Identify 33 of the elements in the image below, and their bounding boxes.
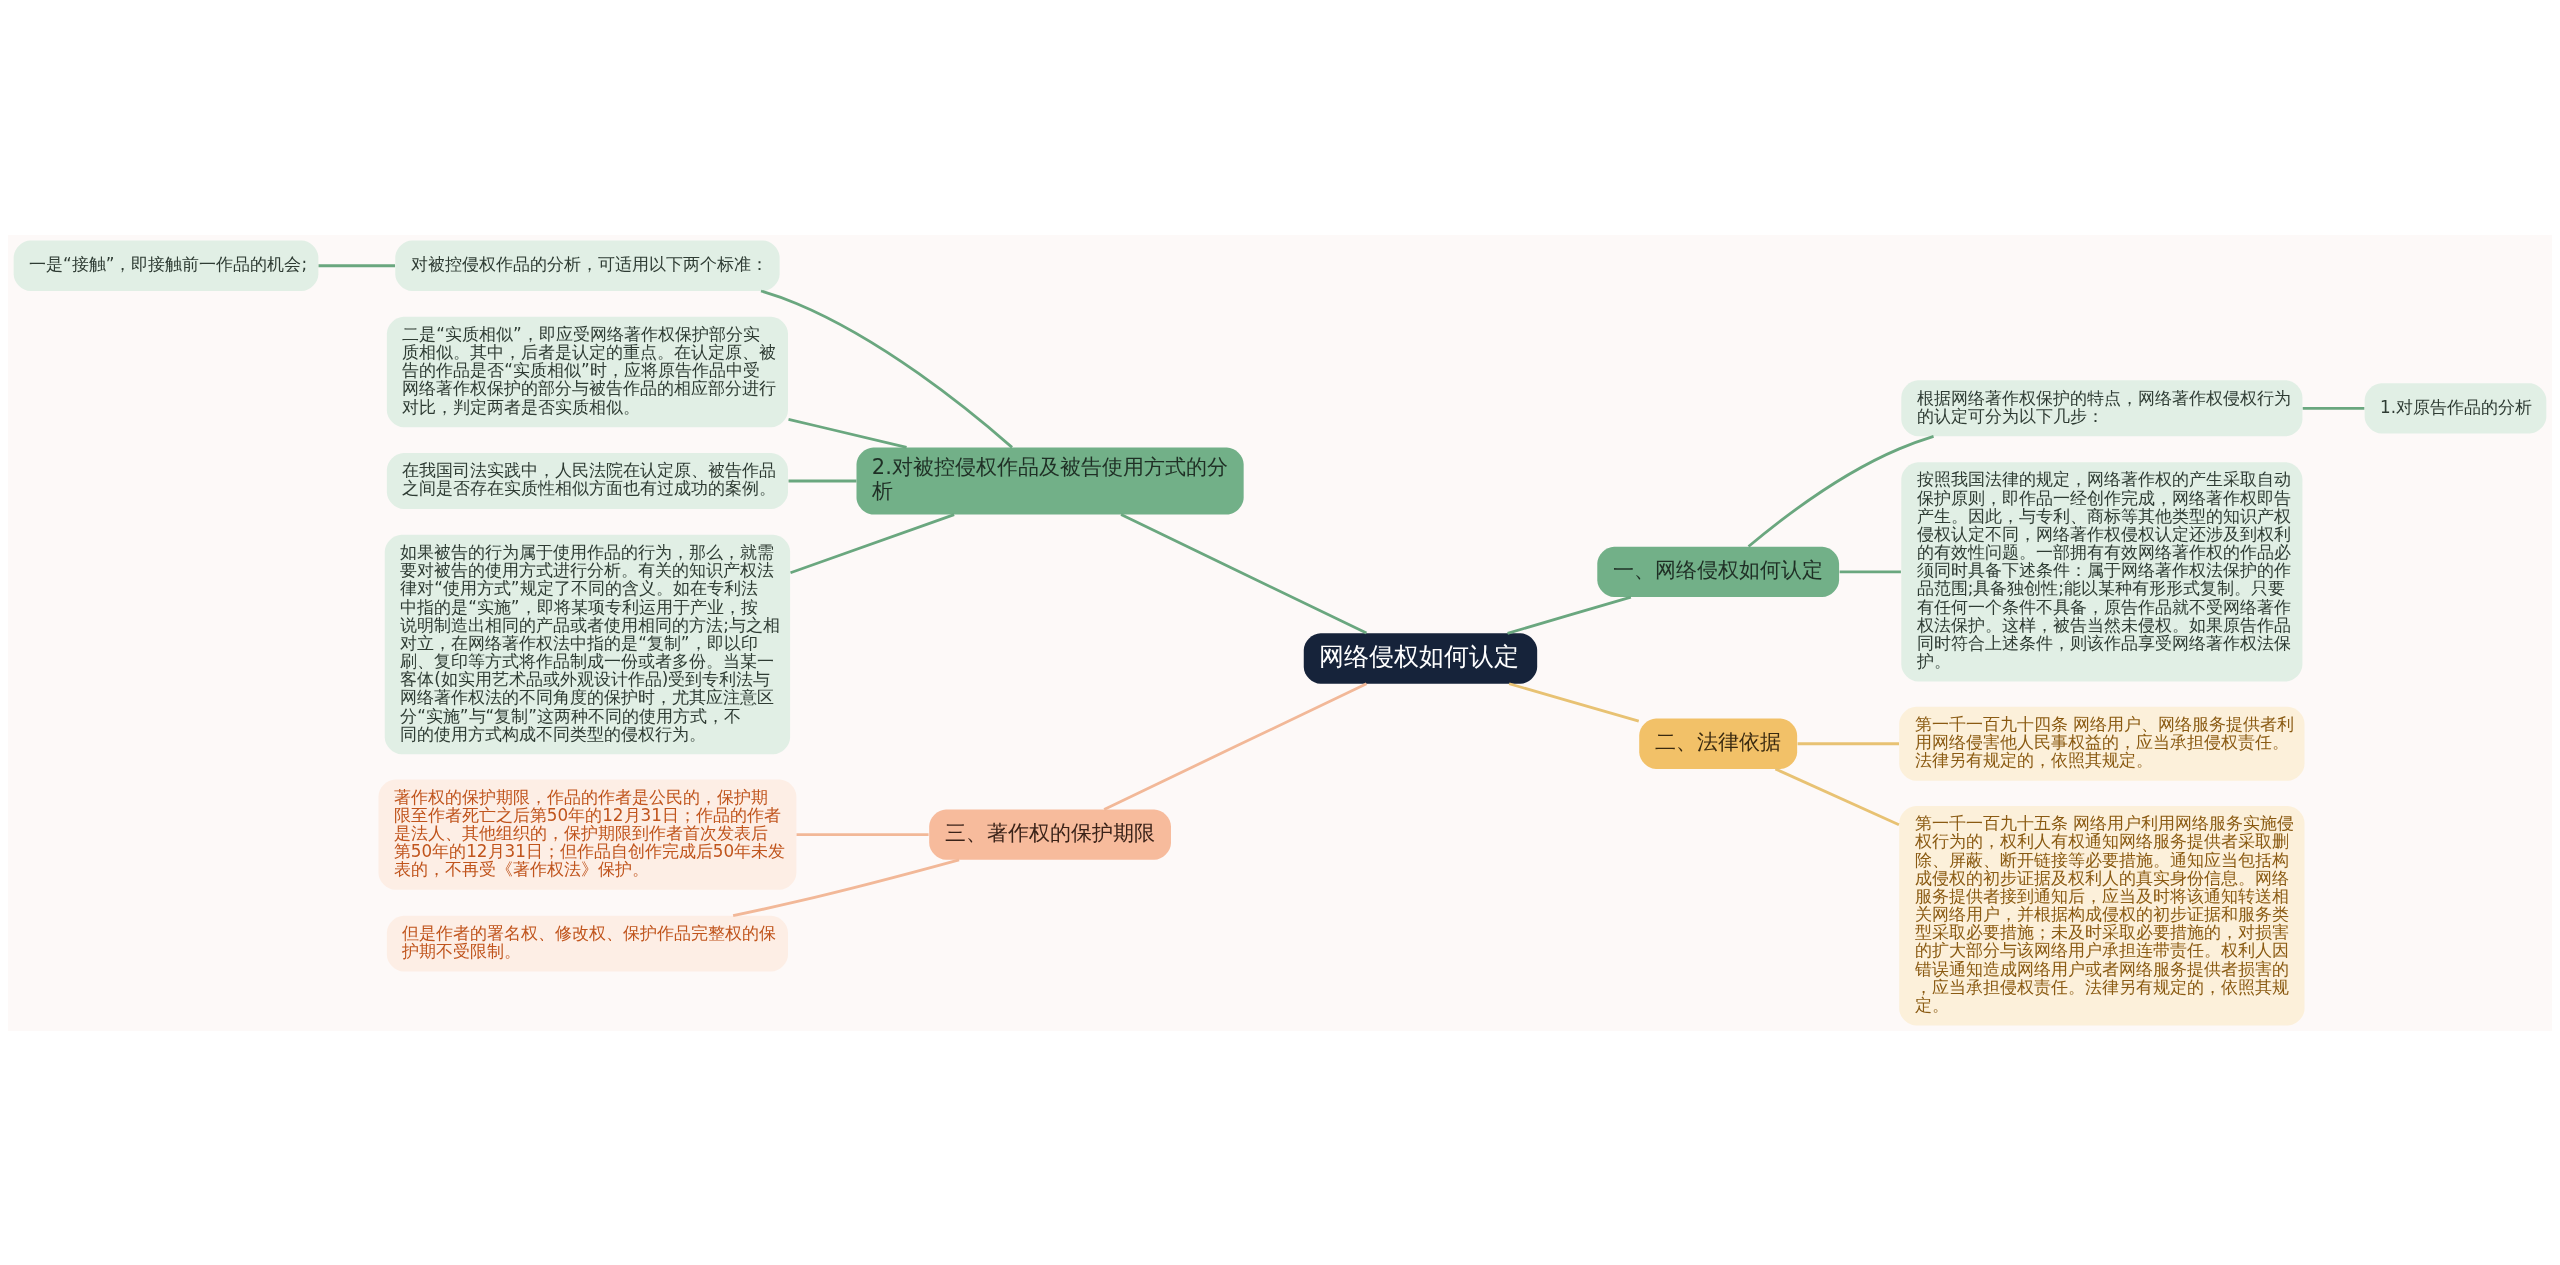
node-box: 对被控侵权作品的分析，可适用以下两个标准： (395, 240, 780, 291)
connector (1839, 569, 1901, 573)
node-box: 一是“接触”，即接触前一作品的机会; (13, 240, 319, 291)
node-box: 但是作者的署名权、修改权、保护作品完整权的保护期不受限制。 (386, 915, 788, 972)
connector (1103, 681, 1368, 811)
node-box: 按照我国法律的规定，网络著作权的产生采取自动保护原则，即作品一经创作完成，网络著作权即告产生。因此，与专利、商标等其他类型的知识产权侵权认定不同，网络著作权侵权认定还涉及到权利的有效性问题。一部拥有有效网络著作权的作品必须同时具备下述条件：属于网络著作权法保护的作品范围;具备独创性;能以某种有形形式复制。只要有任何一个条件不具备，原告作品就不受网络著作权法保护。这样，被告当然未侵权。如果原告作品同时符合上述条件，则该作品享受网络著作权法保护。 (1901, 461, 2303, 682)
node-box: 根据网络著作权保护的特点，网络著作权侵权行为的认定可分为以下几步： (1901, 379, 2303, 436)
connector (788, 417, 907, 449)
connector (1120, 512, 1368, 634)
connector (760, 289, 1013, 448)
connector (2302, 406, 2365, 410)
node-box: 著作权的保护期限，作品的作者是公民的，保护期限至作者死亡之后第50年的12月31日；作品的作者是法人、其他组织的，保护期限到作者首次发表后第50年的12月31日；但作品自创作完成后50年未发表的，不再受《著作权法》保护。 (378, 778, 797, 890)
connector (788, 479, 857, 482)
node-box: 如果被告的行为属于使用作品的行为，那么，就需要对被告的使用方式进行分析。有关的知识产权法律对“使用方式”规定了不同的含义。如在专利法中指的是“实施”，即将某项专利运用于产业，按说明制造出相同的产品或者使用相同的方法;与之相对立，在网络著作权法中指的是“复制”，即以印刷、复印等方式将作品制成一份或者多份。当某一客体(如实用艺术品或外观设计作品)受到专利法与网络著作权法的不同角度的保护时，尤其应注意区分“实施”与“复制”这两种不同的使用方式，不同的使用方式构成不同类型的侵权行为。 (384, 534, 791, 754)
connector (1797, 741, 1899, 745)
connector (790, 512, 955, 574)
node-box: 一、网络侵权如何认定 (1597, 546, 1840, 597)
connector (732, 858, 960, 917)
connector (1507, 595, 1632, 635)
node-box: 1.对原告作品的分析 (2364, 382, 2547, 433)
node-box: 在我国司法实践中，人民法院在认定原、被告作品之间是否存在实质性相似方面也有过成功的案例。 (386, 452, 788, 509)
node-box: 第一千一百九十四条 网络用户、网络服务提供者利用网络侵害他人民事权益的，应当承担侵权责任。法律另有规定的，依照其规定。 (1899, 706, 2305, 781)
connector (1747, 434, 1934, 548)
node-box: 二是“实质相似”，即应受网络著作权保护部分实质相似。其中，后者是认定的重点。在认定原、被告的作品是否“实质相似”时，应将原告作品中受网络著作权保护的部分与被告作品的相应部分进行对比，判定两者是否实质相似。 (386, 316, 788, 427)
connector (1508, 681, 1640, 723)
node-box: 二、法律依据 (1639, 718, 1798, 769)
node-box: 网络侵权如何认定 (1303, 632, 1538, 684)
connector (318, 263, 395, 267)
connector (1774, 767, 1900, 826)
node-box: 2.对被控侵权作品及被告使用方式的分析 (856, 446, 1244, 515)
node-box: 三、著作权的保护期限 (929, 808, 1171, 860)
node-box: 第一千一百九十五条 网络用户利用网络服务实施侵权行为的，权利人有权通知网络服务提供者采取删除、屏蔽、断开链接等必要措施。通知应当包括构成侵权的初步证据及权利人的真实身份信息。网络服务提供者接到通知后，应当及时将该通知转送相关网络用户，并根据构成侵权的初步证据和服务类型采取必要措施；未及时采取必要措施的，对损害的扩大部分与该网络用户承担连带责任。权利人因错误通知造成网络用户或者网络服务提供者损害的，应当承担侵权责任。法律另有规定的，依照其规定。 (1899, 805, 2305, 1025)
connector (796, 832, 929, 836)
